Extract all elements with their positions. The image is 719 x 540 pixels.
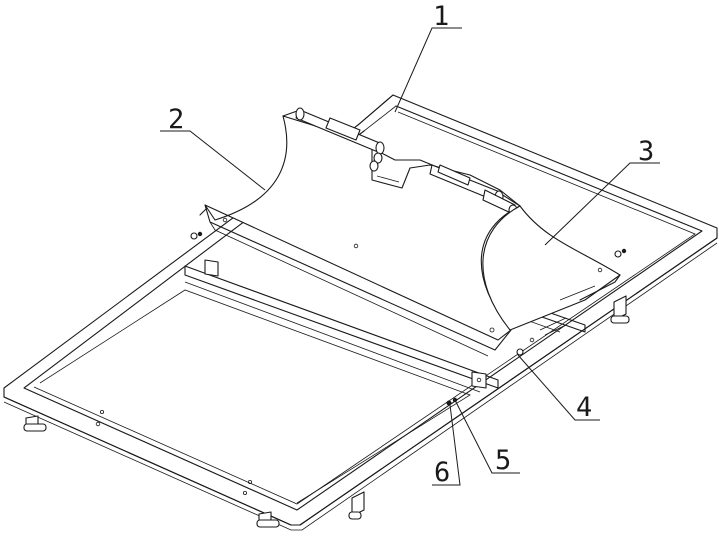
- callout-label-3: 3: [638, 136, 654, 167]
- callout-label-4: 4: [576, 392, 592, 423]
- callout-label-6: 6: [434, 457, 450, 488]
- curved-panel-left: [199, 109, 521, 357]
- hinge-rods: [295, 107, 518, 216]
- fasteners: [190, 217, 627, 406]
- callout-2: 2: [160, 104, 266, 191]
- callout-4: 4: [517, 354, 600, 423]
- callout-6: 6: [432, 404, 461, 488]
- foot-left: [23, 415, 47, 432]
- foot-bottom: [256, 511, 280, 528]
- callout-label-5: 5: [495, 445, 511, 476]
- rail-brackets: [204, 259, 487, 389]
- curved-panel-right: [353, 205, 621, 331]
- callout-5: 5: [455, 401, 520, 476]
- foot-right: [610, 295, 630, 324]
- callout-3: 3: [544, 136, 660, 246]
- callout-1: 1: [394, 1, 462, 113]
- frame-feet: [23, 264, 630, 528]
- callout-label-1: 1: [433, 1, 449, 32]
- callout-label-2: 2: [168, 104, 184, 135]
- foot-mid-right: [348, 491, 365, 520]
